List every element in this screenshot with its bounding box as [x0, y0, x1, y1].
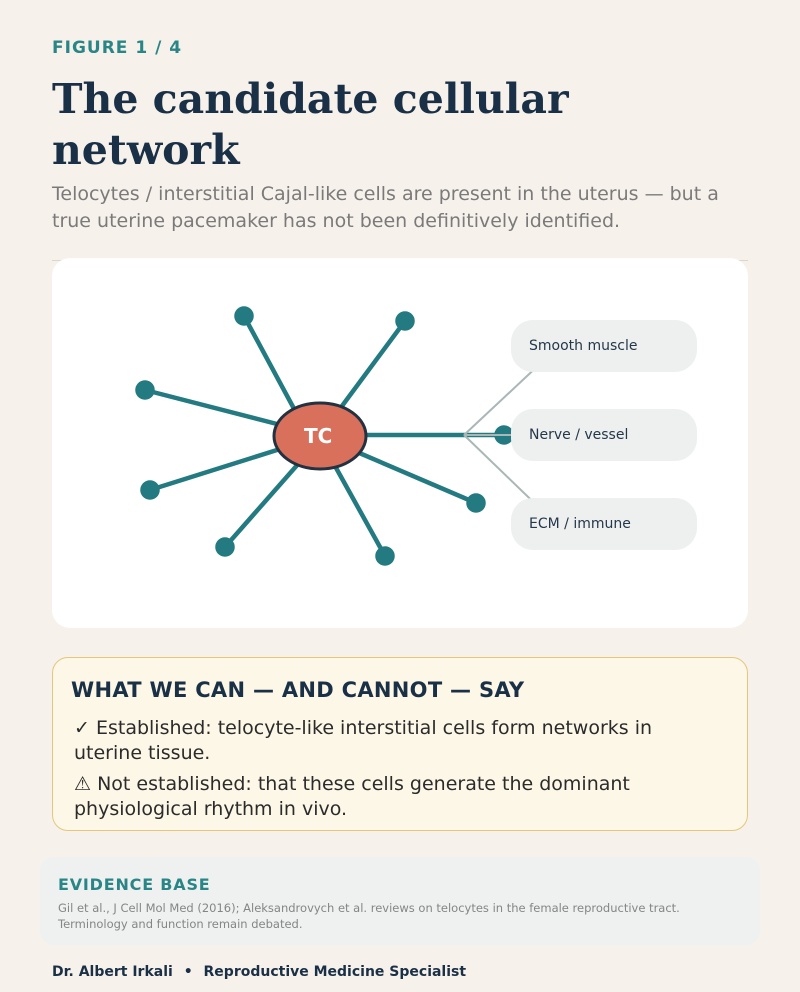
telopode-process: [241, 313, 302, 421]
established-statement: ✓ Established: telocyte-like interstitia…: [74, 717, 653, 764]
telopode-node: [135, 380, 155, 400]
telopode-process: [339, 318, 408, 409]
page-subtitle: Telocytes / interstitial Cajal-like cell…: [52, 183, 719, 232]
author-role: Reproductive Medicine Specialist: [203, 964, 467, 980]
cell-label: TC: [304, 424, 332, 448]
telopode-node: [215, 537, 235, 557]
evidence-title: EVIDENCE BASE: [58, 875, 211, 894]
network-diagram: TC: [135, 306, 562, 566]
author-footer: Dr. Albert Irkali • Reproductive Medicin…: [52, 964, 466, 980]
author-name: Dr. Albert Irkali: [52, 964, 173, 980]
page-title: The candidate cellular network: [52, 75, 569, 174]
telopode-node: [234, 306, 254, 326]
target-pill-smooth-muscle: Smooth muscle: [511, 320, 697, 372]
telopode-node: [395, 311, 415, 331]
footer-separator: •: [183, 964, 193, 980]
telopode-node: [140, 480, 160, 500]
target-pill-nerve-vessel: Nerve / vessel: [511, 409, 697, 461]
telopode-process: [222, 460, 302, 550]
network-diagram-card: TC Smooth muscle Nerve / vessel ECM / im…: [52, 258, 748, 628]
not-established-statement: ⚠ Not established: that these cells gene…: [74, 773, 630, 820]
telopode-process: [142, 387, 280, 427]
telopode-process: [147, 447, 280, 493]
evidence-citations: Gil et al., J Cell Mol Med (2016); Aleks…: [58, 901, 680, 931]
target-pill-ecm-immune: ECM / immune: [511, 498, 697, 550]
telocyte-cell-body: [272, 401, 368, 471]
caveat-callout: WHAT WE CAN — AND CANNOT — SAY ✓ Establi…: [52, 657, 748, 831]
telopode-node: [466, 493, 486, 513]
telopode-node: [375, 546, 395, 566]
figure-kicker: FIGURE 1 / 4: [52, 38, 183, 58]
evidence-panel: EVIDENCE BASE Gil et al., J Cell Mol Med…: [40, 857, 760, 945]
telopode-process: [354, 449, 479, 506]
callout-title: WHAT WE CAN — AND CANNOT — SAY: [71, 678, 525, 702]
telopode-process: [332, 463, 388, 559]
